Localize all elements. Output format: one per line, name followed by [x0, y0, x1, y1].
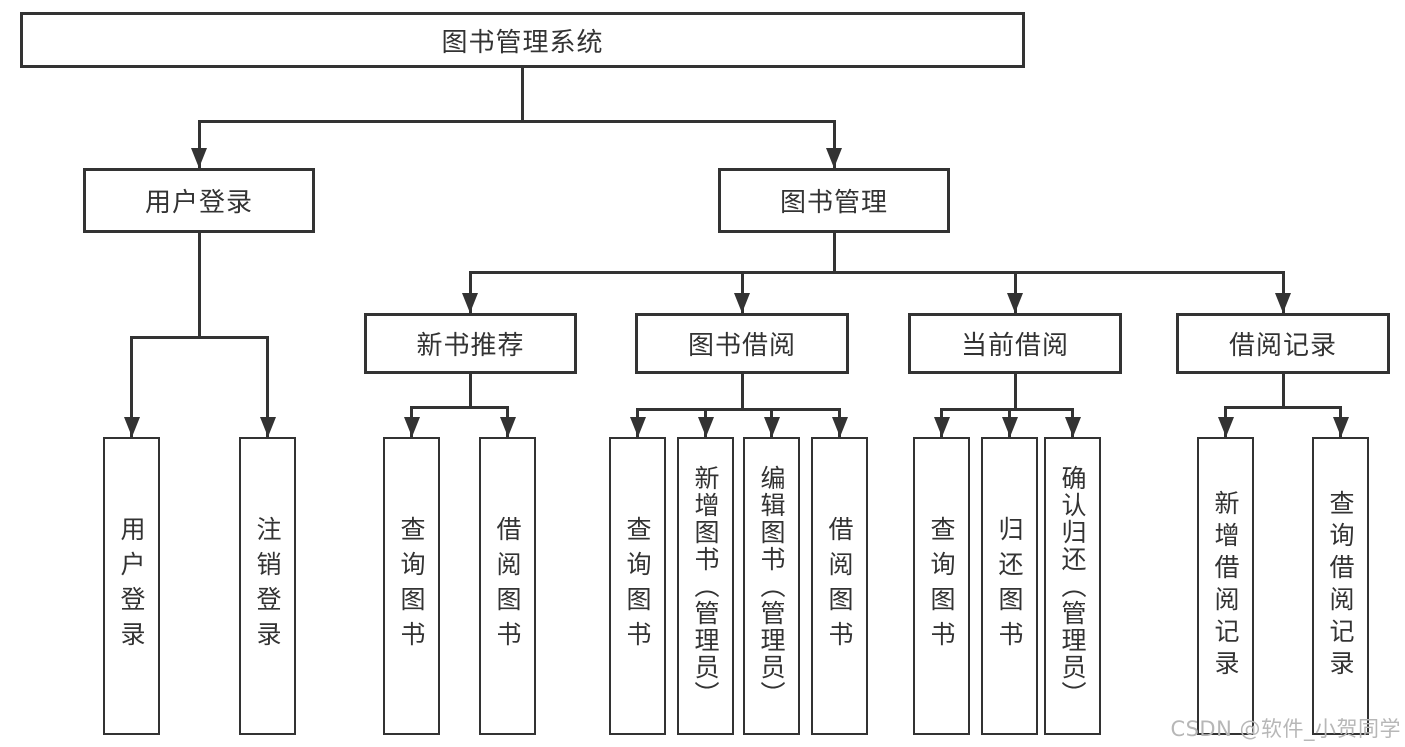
leaf-add-book-admin-label: 新增图书（管理员） [691, 464, 720, 708]
leaf-query-books-borrow: 查询图书 [609, 437, 666, 735]
leaf-return-book: 归还图书 [981, 437, 1038, 735]
connector-line-horizontal [410, 405, 509, 409]
arrow-down-icon [1064, 417, 1081, 437]
connector-line-vertical [197, 121, 201, 168]
node-root: 图书管理系统 [20, 12, 1025, 68]
watermark: CSDN @软件_小贺同学 [1170, 717, 1401, 741]
leaf-return-book-label: 归还图书 [995, 516, 1024, 656]
node-book-borrow-label: 图书借阅 [687, 331, 796, 361]
arrow-down-icon [629, 417, 646, 437]
connector-line-vertical [468, 272, 472, 313]
node-current-borrow-label: 当前借阅 [960, 331, 1069, 361]
arrow-down-icon [259, 417, 276, 437]
leaf-borrow-books-borrow-label: 借阅图书 [825, 516, 854, 656]
connector-line-vertical [468, 374, 472, 408]
arrow-down-icon [826, 148, 842, 168]
connector-line-horizontal [940, 407, 1074, 411]
node-book-management: 图书管理 [718, 168, 950, 233]
node-borrow-records-label: 借阅记录 [1228, 331, 1337, 361]
node-new-book-recommend-label: 新书推荐 [416, 331, 525, 361]
arrow-down-icon [1275, 293, 1291, 313]
leaf-borrow-books-borrow: 借阅图书 [811, 437, 868, 735]
node-user-login: 用户登录 [83, 168, 315, 233]
node-user-login-label: 用户登录 [144, 188, 253, 218]
arrow-down-icon [191, 148, 207, 168]
leaf-query-books-current: 查询图书 [913, 437, 970, 735]
node-book-management-label: 图书管理 [779, 188, 888, 218]
node-current-borrow: 当前借阅 [908, 313, 1122, 374]
connector-line-vertical [520, 68, 524, 121]
arrow-down-icon [933, 417, 950, 437]
leaf-edit-book-admin: 编辑图书（管理员） [743, 437, 800, 735]
node-root-label: 图书管理系统 [441, 27, 604, 58]
leaf-logout: 注销登录 [239, 437, 296, 735]
leaf-borrow-books-recommend-label: 借阅图书 [493, 516, 522, 656]
leaf-logout-label: 注销登录 [253, 516, 282, 656]
arrow-down-icon [763, 417, 780, 437]
connector-line-vertical [1281, 374, 1285, 408]
arrow-down-icon [123, 417, 140, 437]
connector-line-vertical [266, 337, 269, 437]
arrow-down-icon [1007, 293, 1023, 313]
arrow-down-icon [462, 293, 478, 313]
leaf-add-borrow-record: 新增借阅记录 [1197, 437, 1254, 735]
leaf-query-books-current-label: 查询图书 [927, 516, 956, 656]
connector-line-vertical [1013, 272, 1017, 313]
connector-line-horizontal [1224, 405, 1342, 409]
connector-line-horizontal [468, 270, 1285, 274]
leaf-add-book-admin: 新增图书（管理员） [677, 437, 734, 735]
leaf-query-books-recommend-label: 查询图书 [397, 516, 426, 656]
connector-line-horizontal [197, 119, 836, 123]
leaf-edit-book-admin-label: 编辑图书（管理员） [757, 464, 786, 708]
node-new-book-recommend: 新书推荐 [364, 313, 577, 374]
connector-line-vertical [740, 272, 744, 313]
leaf-query-borrow-record: 查询借阅记录 [1312, 437, 1369, 735]
leaf-confirm-return-admin-label: 确认归还（管理员） [1058, 464, 1087, 708]
arrow-down-icon [831, 417, 848, 437]
connector-line-vertical [832, 233, 836, 274]
arrow-down-icon [1332, 417, 1349, 437]
leaf-query-books-borrow-label: 查询图书 [623, 516, 652, 656]
connector-line-horizontal [130, 335, 269, 339]
arrow-down-icon [1217, 417, 1234, 437]
arrow-down-icon [734, 293, 750, 313]
arrow-down-icon [403, 417, 420, 437]
connector-line-vertical [832, 121, 836, 168]
leaf-user-login: 用户登录 [103, 437, 160, 735]
leaf-query-borrow-record-label: 查询借阅记录 [1326, 490, 1355, 682]
arrow-down-icon [1001, 417, 1018, 437]
leaf-query-books-recommend: 查询图书 [383, 437, 440, 735]
arrow-down-icon [697, 417, 714, 437]
connector-line-horizontal [636, 407, 841, 411]
node-book-borrow: 图书借阅 [635, 313, 849, 374]
node-borrow-records: 借阅记录 [1176, 313, 1390, 374]
connector-line-vertical [197, 233, 201, 338]
connector-line-vertical [740, 374, 744, 410]
arrow-down-icon [499, 417, 516, 437]
leaf-add-borrow-record-label: 新增借阅记录 [1211, 490, 1240, 682]
leaf-user-login-label: 用户登录 [117, 516, 146, 656]
connector-line-vertical [1013, 374, 1017, 410]
connector-line-vertical [130, 337, 133, 437]
leaf-confirm-return-admin: 确认归还（管理员） [1044, 437, 1101, 735]
connector-line-vertical [1281, 272, 1285, 313]
leaf-borrow-books-recommend: 借阅图书 [479, 437, 536, 735]
